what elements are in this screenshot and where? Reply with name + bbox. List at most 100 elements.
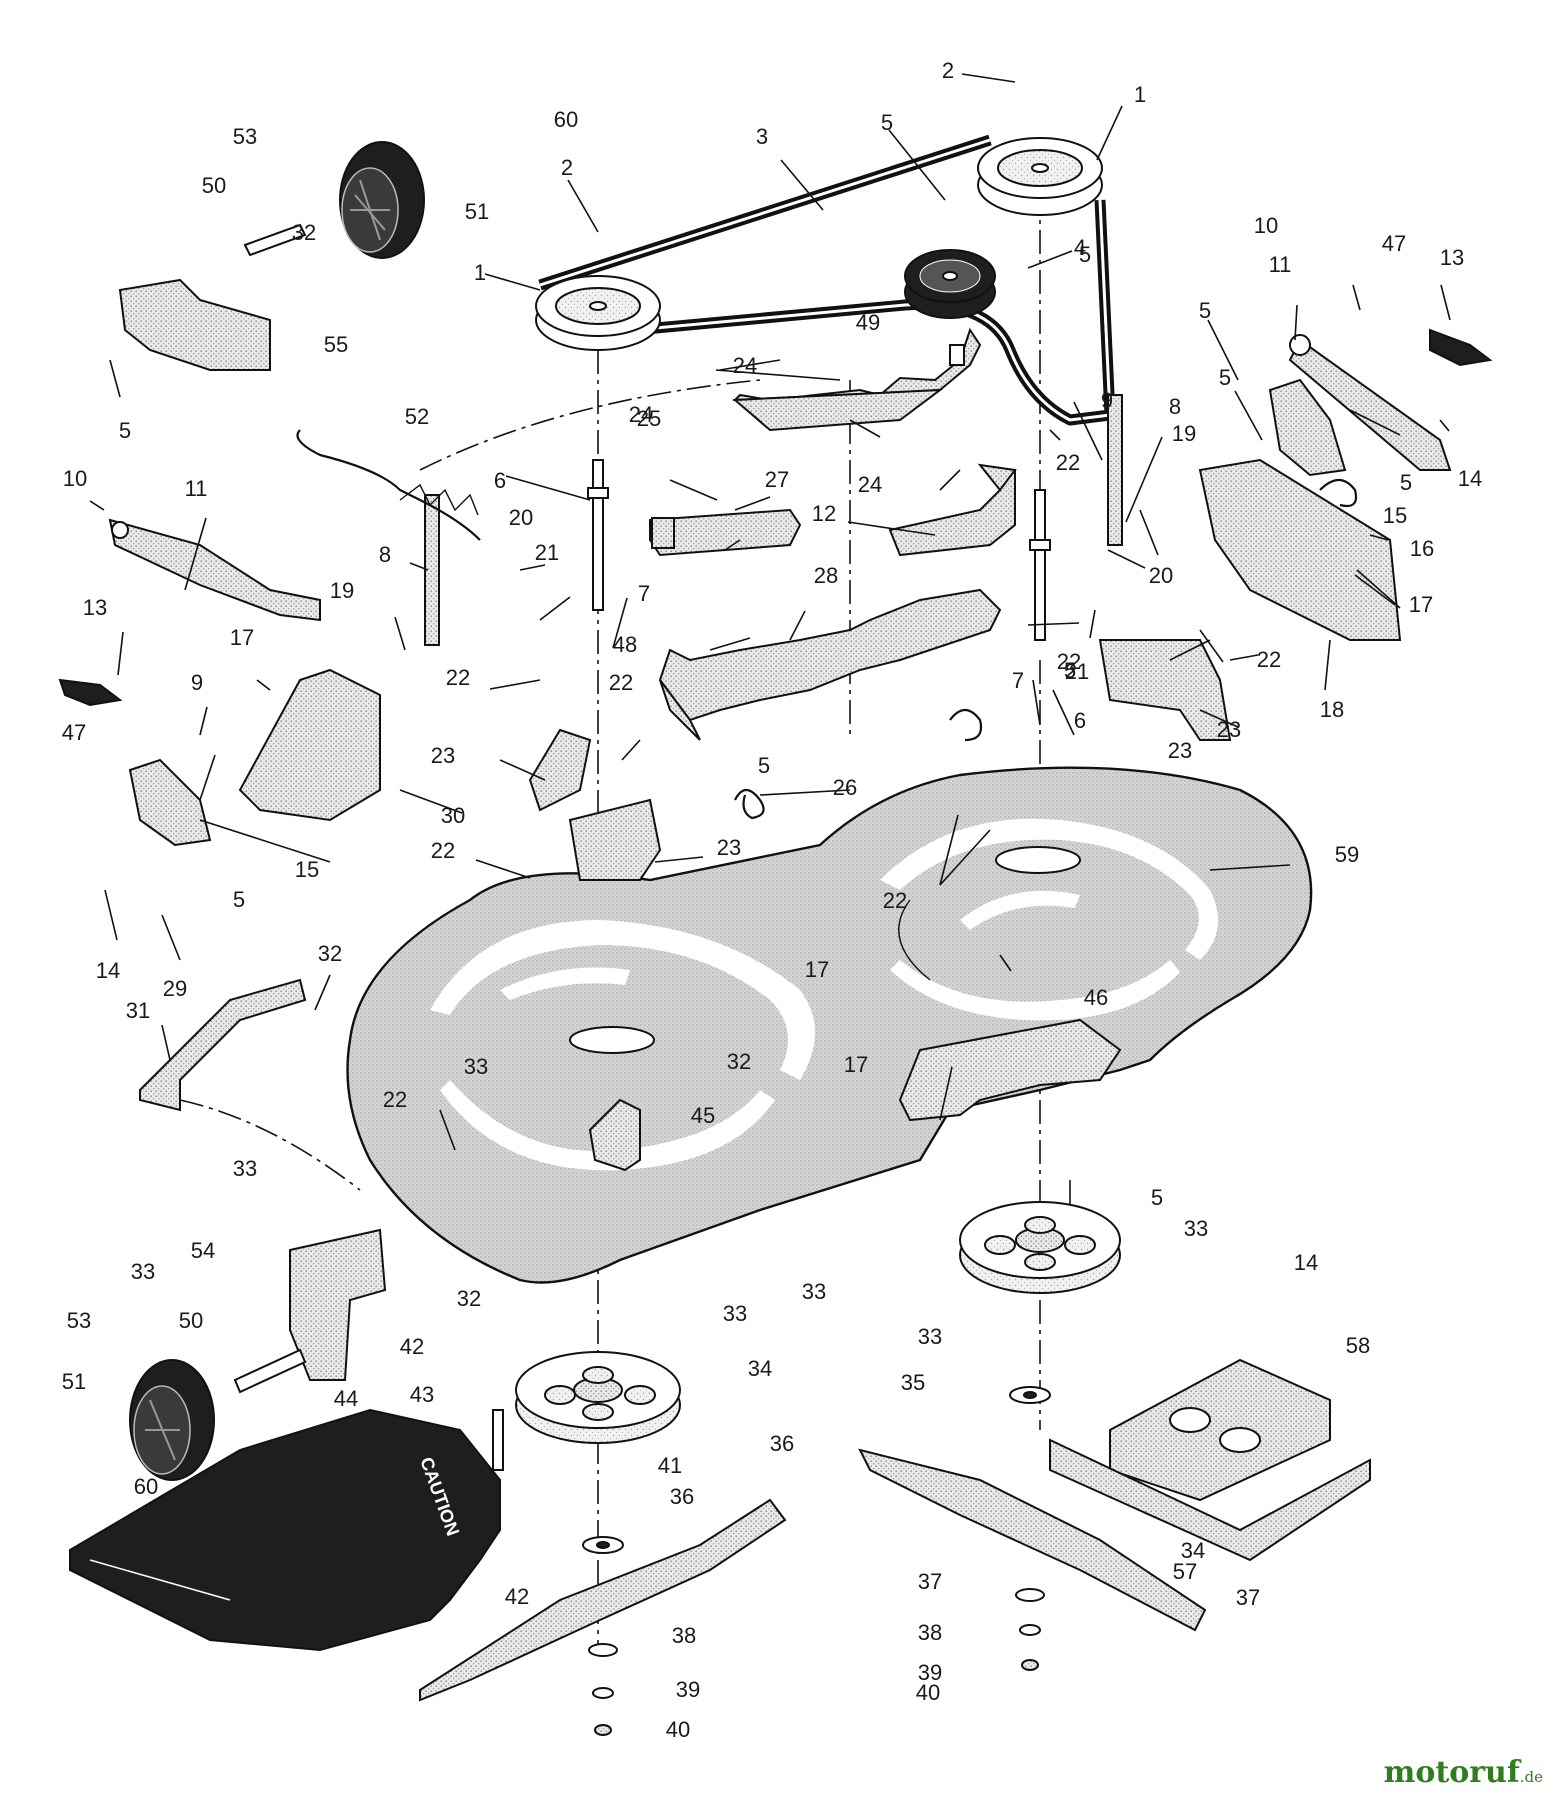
callout-22: 22 xyxy=(431,838,455,863)
callout-41: 41 xyxy=(658,1453,682,1478)
idler-arm-plate xyxy=(649,508,802,557)
callout-32: 32 xyxy=(727,1049,751,1074)
callout-33: 33 xyxy=(464,1054,488,1079)
callout-20: 20 xyxy=(1149,563,1173,588)
callout-33: 33 xyxy=(723,1301,747,1326)
spindle-housing-34-right xyxy=(959,1201,1121,1294)
idler-pulley xyxy=(904,249,996,319)
baffle-23-right xyxy=(1098,639,1232,741)
callout-1: 1 xyxy=(1134,82,1146,107)
right-bracket-9 xyxy=(1268,378,1347,477)
callout-51: 51 xyxy=(62,1369,86,1394)
callout-40: 40 xyxy=(666,1717,690,1742)
callout-28: 28 xyxy=(814,563,838,588)
callout-60: 60 xyxy=(554,107,578,132)
right-spindle-pulley xyxy=(977,137,1103,216)
callout-17: 17 xyxy=(1409,592,1433,617)
front-wheel-lower xyxy=(129,1359,215,1481)
callout-40: 40 xyxy=(916,1680,940,1705)
callout-24: 24 xyxy=(733,353,757,378)
callout-13: 13 xyxy=(1440,245,1464,270)
belt-guide-8-right xyxy=(1107,394,1123,546)
callout-54: 54 xyxy=(191,1238,215,1263)
baffle-23-left xyxy=(528,728,662,881)
spring-52 xyxy=(296,429,481,541)
blade-37-left xyxy=(419,1498,787,1702)
spring-16 xyxy=(1319,478,1358,508)
callout-14: 14 xyxy=(96,958,120,983)
blade-37-right xyxy=(858,1448,1207,1632)
callout-21: 21 xyxy=(535,540,559,565)
callout-17: 17 xyxy=(805,957,829,982)
wing-knob-13-left xyxy=(58,678,123,707)
discharge-chute-44: CAUTION xyxy=(69,1408,501,1652)
callout-11: 11 xyxy=(1269,252,1292,277)
callout-23: 23 xyxy=(717,835,741,860)
blade-hardware xyxy=(582,1386,1051,1736)
callout-53: 53 xyxy=(67,1308,91,1333)
callout-60: 60 xyxy=(134,1474,158,1499)
callout-22: 22 xyxy=(1056,450,1080,475)
callout-21: 21 xyxy=(1065,659,1089,684)
callout-33: 33 xyxy=(918,1324,942,1349)
chute-hinge-43 xyxy=(492,1409,504,1471)
callout-9: 9 xyxy=(1101,388,1113,413)
callout-5: 5 xyxy=(881,110,893,135)
bracket-58 xyxy=(1109,1358,1331,1502)
callout-32: 32 xyxy=(292,220,316,245)
wing-knob-13-right xyxy=(1429,328,1493,367)
callout-23: 23 xyxy=(1217,717,1241,742)
callout-47: 47 xyxy=(62,720,86,745)
callout-55: 55 xyxy=(324,332,348,357)
callout-51: 51 xyxy=(465,199,489,224)
callout-46: 46 xyxy=(1084,985,1108,1010)
callout-7: 7 xyxy=(1012,668,1024,693)
callout-49: 49 xyxy=(856,310,880,335)
callout-5: 5 xyxy=(233,887,245,912)
callout-53: 53 xyxy=(233,124,257,149)
callout-25: 25 xyxy=(637,406,661,431)
left-bracket-9 xyxy=(128,758,212,847)
callout-27: 27 xyxy=(765,467,789,492)
callout-18: 18 xyxy=(1320,697,1344,722)
axle-bolt-50-lower xyxy=(233,1348,307,1394)
callout-31: 31 xyxy=(126,998,150,1023)
callout-5: 5 xyxy=(119,418,131,443)
callout-14: 14 xyxy=(1294,1250,1318,1275)
callout-50: 50 xyxy=(179,1308,203,1333)
callout-38: 38 xyxy=(918,1620,942,1645)
callout-labels: 1122345555555555667788991010111112131314… xyxy=(62,58,1482,1742)
callout-24: 24 xyxy=(629,402,653,427)
callout-12: 12 xyxy=(812,501,836,526)
callout-5: 5 xyxy=(1151,1185,1163,1210)
callout-22: 22 xyxy=(609,670,633,695)
callout-33: 33 xyxy=(233,1156,257,1181)
axle-bolt-50-upper xyxy=(243,223,307,257)
callout-42: 42 xyxy=(505,1584,529,1609)
callout-34: 34 xyxy=(1181,1538,1205,1563)
callout-5: 5 xyxy=(1219,365,1231,390)
callout-36: 36 xyxy=(670,1484,694,1509)
callout-22: 22 xyxy=(1057,649,1081,674)
callout-44: 44 xyxy=(334,1386,358,1411)
callout-3: 3 xyxy=(756,124,768,149)
callout-42: 42 xyxy=(400,1334,424,1359)
callout-22: 22 xyxy=(883,888,907,913)
callout-8: 8 xyxy=(379,542,391,567)
leader-lines xyxy=(89,73,1451,1151)
callout-20: 20 xyxy=(509,505,533,530)
callout-7: 7 xyxy=(638,581,650,606)
callout-22: 22 xyxy=(383,1087,407,1112)
callout-43: 43 xyxy=(410,1382,434,1407)
bracket-45 xyxy=(588,1098,641,1172)
callout-2: 2 xyxy=(561,155,573,180)
torsion-springs-26 xyxy=(734,708,983,820)
callout-2: 2 xyxy=(942,58,954,83)
bracket-35 xyxy=(1049,1438,1371,1562)
callout-50: 50 xyxy=(202,173,226,198)
callout-10: 10 xyxy=(63,466,87,491)
callout-30: 30 xyxy=(441,803,465,828)
callout-33: 33 xyxy=(131,1259,155,1284)
callout-33: 33 xyxy=(1184,1216,1208,1241)
callout-5: 5 xyxy=(1079,242,1091,267)
